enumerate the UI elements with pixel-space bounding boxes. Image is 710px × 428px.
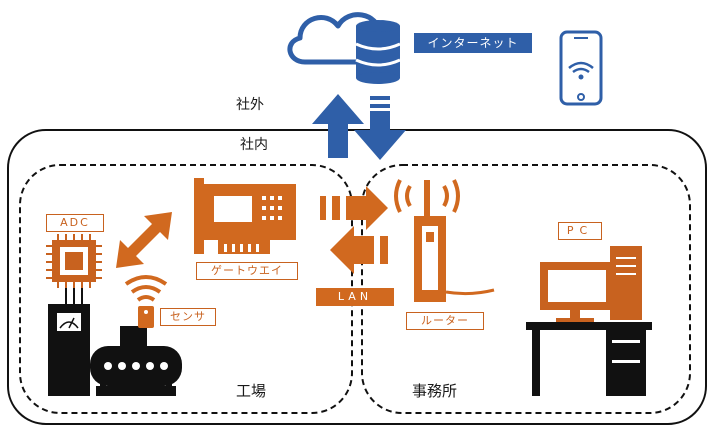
sensor-label: センサ	[160, 308, 216, 326]
office-zone	[361, 164, 691, 414]
lan-arrow-left	[330, 226, 388, 274]
router-label: ルーター	[406, 312, 484, 330]
upload-arrow	[312, 94, 364, 158]
pc-icon	[540, 246, 642, 322]
factory-zone	[19, 164, 353, 414]
lan-label: LAN	[316, 288, 394, 306]
download-arrow	[354, 96, 406, 160]
wifi-icon	[568, 61, 594, 80]
adc-label: ADC	[46, 214, 104, 232]
internet-label: インターネット	[414, 33, 532, 53]
outside-label: 社外	[236, 97, 264, 113]
factory-label: 工場	[236, 382, 267, 400]
lan-arrow-right	[320, 186, 388, 230]
office-label: 事務所	[412, 382, 458, 400]
bidirectional-arrow	[116, 212, 172, 268]
pc-label: PC	[558, 222, 602, 240]
gateway-label: ゲートウエイ	[196, 262, 298, 280]
chip-icon	[46, 234, 102, 304]
desk-icon	[526, 322, 652, 396]
database-icon	[355, 20, 401, 84]
inside-label: 社内	[240, 137, 268, 153]
router-icon	[394, 179, 495, 302]
sensor-icon	[124, 275, 168, 346]
gateway-board-icon	[194, 178, 296, 254]
factory-machine-icon	[48, 304, 182, 396]
